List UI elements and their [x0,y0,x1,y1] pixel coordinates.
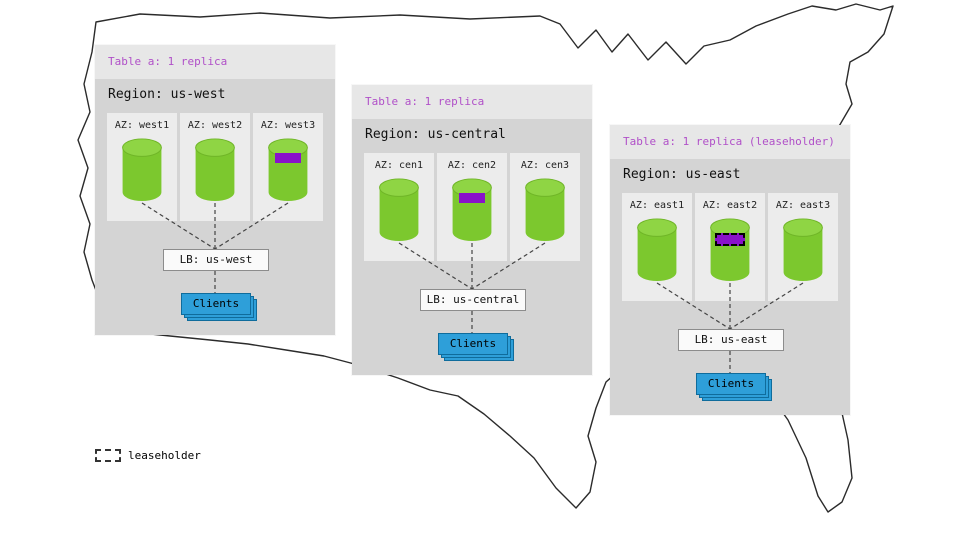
leaseholder-swatch-icon [95,449,121,462]
legend-label: leaseholder [128,449,201,462]
az-label: AZ: west1 [114,120,170,131]
az-label: AZ: east2 [702,200,758,211]
region-title: Region: us-east [623,167,741,182]
az-column-east2: AZ: east2 [695,193,765,301]
az-column-cen2: AZ: cen2 [437,153,507,261]
az-column-cen1: AZ: cen1 [364,153,434,261]
az-label: AZ: cen1 [374,160,424,171]
region-title: Region: us-central [365,127,506,142]
database-cylinder-icon [450,177,494,243]
clients-box: Clients [696,373,766,395]
load-balancer-box: LB: us-east [678,329,784,351]
database-cylinder-icon [120,137,164,203]
az-column-west3: AZ: west3 [253,113,323,221]
az-label: AZ: cen2 [447,160,497,171]
az-column-cen3: AZ: cen3 [510,153,580,261]
az-row: AZ: east1 AZ: east2 [622,193,838,301]
az-column-east3: AZ: east3 [768,193,838,301]
database-cylinder-icon [523,177,567,243]
region-panel-us-west: Table a: 1 replica Region: us-west AZ: w… [95,45,335,335]
load-balancer-box: LB: us-west [163,249,269,271]
az-row: AZ: west1 AZ: west2 [107,113,323,221]
database-cylinder-icon [635,217,679,283]
region-title: Region: us-west [108,87,226,102]
az-label: AZ: west2 [187,120,243,131]
region-body: Region: us-east AZ: east1 AZ: east2 [610,159,850,415]
az-label: AZ: east1 [629,200,685,211]
database-cylinder-icon [781,217,825,283]
table-replica-label: Table a: 1 replica (leaseholder) [623,135,835,148]
region-panel-us-central: Table a: 1 replica Region: us-central AZ… [352,85,592,375]
replica-range-leaseholder [715,233,745,246]
region-body: Region: us-west AZ: west1 AZ: west2 [95,79,335,335]
az-row: AZ: cen1 AZ: cen2 [364,153,580,261]
replica-range [459,193,485,203]
table-replica-label: Table a: 1 replica [365,95,485,108]
database-cylinder-icon [193,137,237,203]
az-column-west1: AZ: west1 [107,113,177,221]
database-cylinder-icon [266,137,310,203]
table-replica-label: Table a: 1 replica [108,55,228,68]
region-panel-us-east: Table a: 1 replica (leaseholder) Region:… [610,125,850,415]
replica-range [275,153,301,163]
az-label: AZ: cen3 [520,160,570,171]
load-balancer-box: LB: us-central [420,289,526,311]
az-label: AZ: west3 [260,120,316,131]
legend: leaseholder [95,449,201,462]
database-cylinder-icon [708,217,752,283]
az-label: AZ: east3 [775,200,831,211]
region-body: Region: us-central AZ: cen1 AZ: cen2 [352,119,592,375]
database-cylinder-icon [377,177,421,243]
az-column-west2: AZ: west2 [180,113,250,221]
az-column-east1: AZ: east1 [622,193,692,301]
clients-box: Clients [181,293,251,315]
clients-box: Clients [438,333,508,355]
